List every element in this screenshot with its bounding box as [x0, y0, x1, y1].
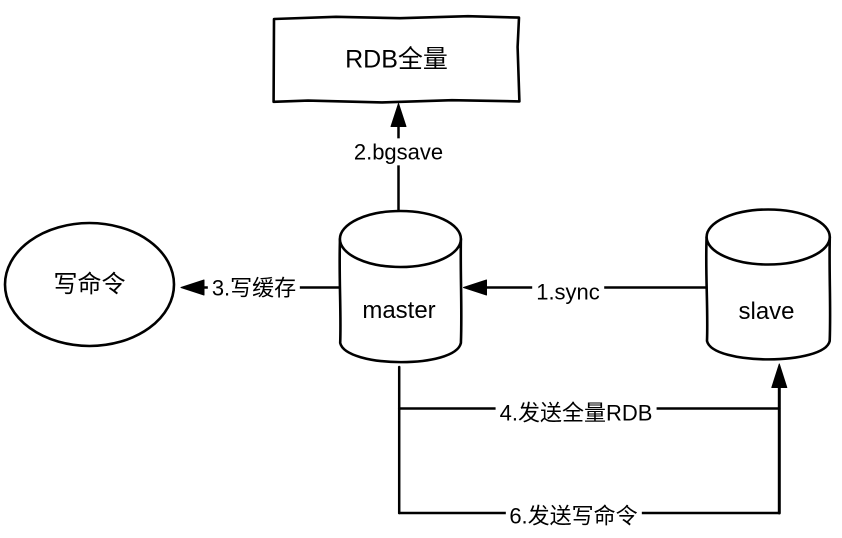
slave-cylinder — [704, 208, 832, 361]
write-command-ellipse — [3, 221, 176, 348]
slave-cylinder-body — [704, 235, 832, 361]
rdb-box — [272, 14, 521, 104]
edge-label-send-rdb: 4.发送全量RDB — [495, 398, 657, 427]
edge-label-write-cache: 3.写缓存 — [207, 273, 301, 302]
edge-send-rdb-and-write — [397, 363, 788, 515]
edge-label-sync: 1.sync — [532, 277, 604, 306]
master-cylinder-top — [338, 209, 463, 269]
arrow-up-icon — [390, 103, 407, 127]
arrow-left-icon — [463, 279, 487, 296]
master-cylinder — [338, 209, 463, 364]
arrow-up-icon — [771, 363, 788, 388]
arrow-left-icon — [180, 279, 205, 296]
edge-label-bgsave: 2.bgsave — [349, 137, 448, 166]
master-cylinder-body — [338, 237, 463, 364]
rdb-label: RDB全量 — [345, 45, 448, 74]
slave-label: slave — [738, 298, 795, 326]
write-command-label: 写命令 — [53, 270, 126, 298]
slave-cylinder-top — [705, 208, 832, 266]
edge-label-send-write: 6.发送写命令 — [505, 502, 642, 530]
master-label: master — [362, 297, 436, 325]
